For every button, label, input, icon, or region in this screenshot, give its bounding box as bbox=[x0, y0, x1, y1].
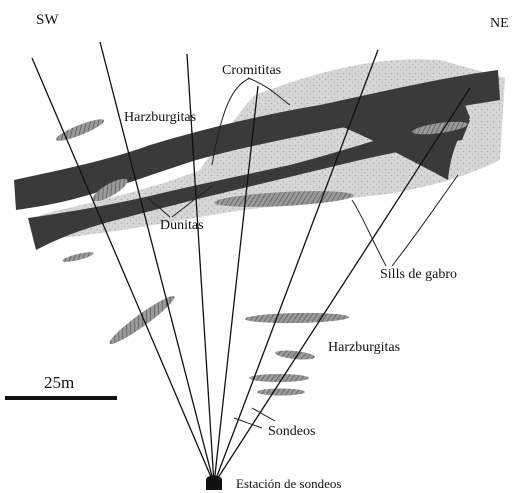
label-harzburgitas-top: Harzburgitas bbox=[124, 110, 196, 125]
orientation-ne-label: NE bbox=[490, 16, 509, 31]
drilling-station bbox=[206, 476, 222, 491]
label-sondeos: Sondeos bbox=[268, 424, 315, 439]
label-sills-de-gabro: Sills de gabro bbox=[380, 267, 457, 282]
label-cromititas: Cromititas bbox=[222, 63, 281, 78]
label-estacion-de-sondeos: Estación de sondeos bbox=[236, 476, 341, 491]
scale-bar bbox=[5, 396, 117, 400]
gabbro-sill bbox=[54, 116, 106, 145]
drill-hole-line bbox=[100, 42, 214, 484]
orientation-sw-label: SW bbox=[36, 12, 59, 28]
label-dunitas: Dunitas bbox=[160, 218, 204, 233]
label-harzburgitas-bottom: Harzburgitas bbox=[328, 340, 400, 355]
gabbro-sill bbox=[249, 374, 309, 382]
gabbro-sill bbox=[257, 389, 305, 396]
scale-bar-label: 25m bbox=[44, 373, 74, 392]
gabbro-sill bbox=[245, 312, 349, 324]
gabbro-sill bbox=[62, 250, 95, 264]
